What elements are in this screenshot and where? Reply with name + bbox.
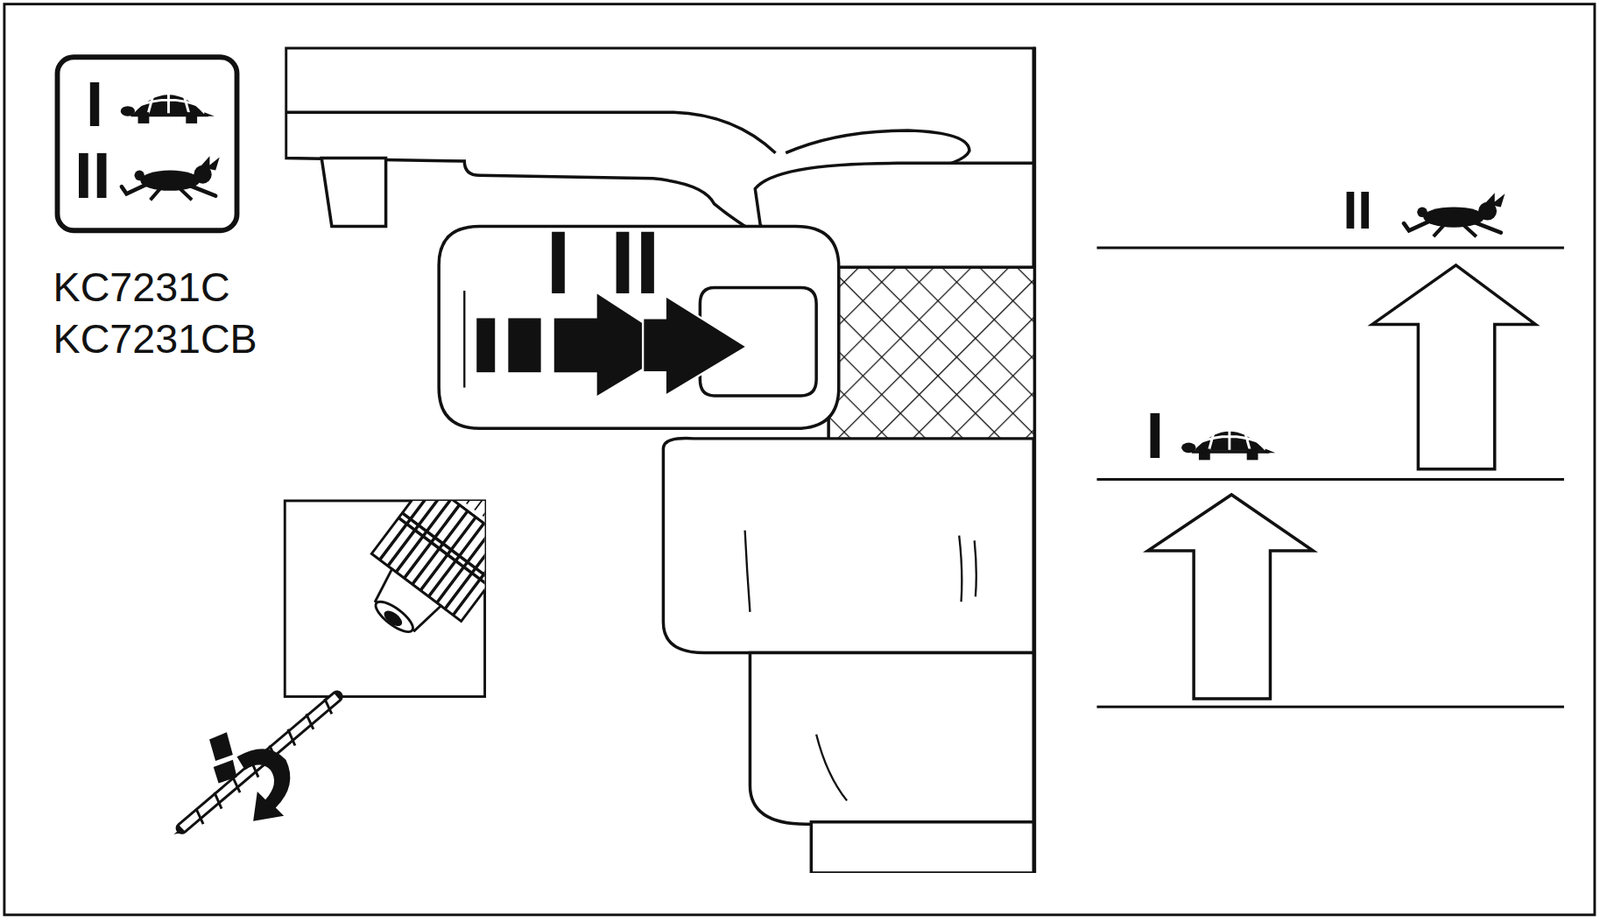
drill-chuck [344,500,485,657]
legend-box [57,56,238,231]
rotation-arrow [209,732,290,821]
turtle-icon [1181,422,1276,460]
turtle-icon [120,86,215,124]
drill-bit [173,697,337,835]
speed-levels [1096,247,1564,707]
model-number: KC7231CB [53,318,258,360]
speed-mark: II [1342,183,1373,238]
speed-mark: I [545,218,571,309]
up-arrow [1148,494,1314,699]
up-arrow [1372,265,1536,470]
drill-body [285,48,1035,874]
legend-text: II [74,142,111,209]
legend-text: I [85,72,104,136]
slide-arrows [476,293,748,395]
outer-frame [4,4,1595,916]
model-number: KC7231C [53,267,231,309]
hare-icon [121,155,220,200]
speed-mark: I [1145,402,1164,469]
hare-icon [1403,192,1505,237]
speed-mark: II [610,218,661,309]
